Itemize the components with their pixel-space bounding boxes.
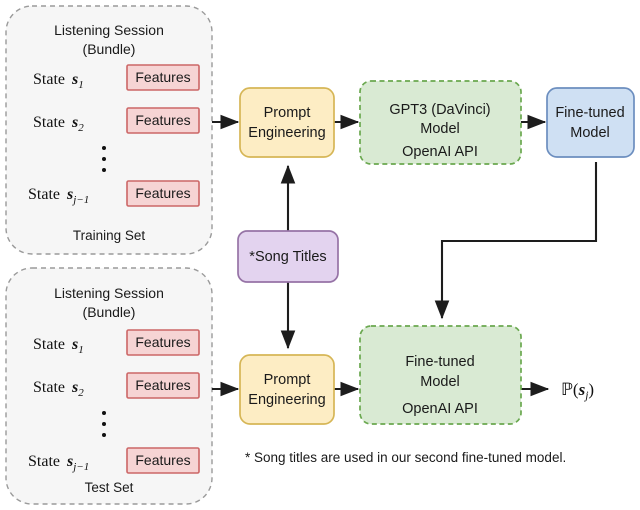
test-features-label-1: Features [135,334,190,350]
test-ellipsis [102,411,106,437]
training-features-label-1: Features [135,69,190,85]
finetuned-model-bottom-line1: Fine-tuned [405,354,474,370]
arrow-finetuned-to-bottom-model [434,162,598,320]
output-probability: ℙ(sj) [561,380,594,402]
training-set-header-line2: (Bundle) [83,41,136,57]
test-features-box-3 [126,447,200,474]
gpt3-model-box[interactable] [359,80,522,165]
finetuned-model-top-box[interactable] [546,87,635,158]
test-features-label-3: Features [135,452,190,468]
song-titles-label: *Song Titles [249,249,326,265]
node-prompt-engineering-top[interactable]: Prompt Engineering [239,87,335,158]
prompt-engineering-top-line1: Prompt [264,105,311,121]
node-prompt-engineering-bottom[interactable]: Prompt Engineering [239,354,335,425]
node-song-titles[interactable]: *Song Titles [237,230,339,283]
test-features-label-2: Features [135,377,190,393]
test-set-header-line2: (Bundle) [83,304,136,320]
training-features-box-2 [126,107,200,134]
song-titles-box[interactable] [237,230,339,283]
test-features-box-2 [126,372,200,399]
finetuned-bottom-openai-api-label: OpenAI API [402,401,478,417]
node-finetuned-model-bottom[interactable]: Fine-tuned Model OpenAI API [359,325,522,425]
gpt3-model-line2: Model [420,121,460,137]
prompt-engineering-bottom-line2: Engineering [248,392,325,408]
finetuned-model-top-line2: Model [570,125,610,141]
prompt-engineering-top-line2: Engineering [248,125,325,141]
footnote-text: * Song titles are used in our second fin… [245,450,566,465]
training-features-box-1 [126,64,200,91]
prompt-engineering-bottom-box[interactable] [239,354,335,425]
test-features-box-1 [126,329,200,356]
test-set-panel [5,267,213,505]
node-gpt3-model[interactable]: GPT3 (DaVinci) Model OpenAI API [359,80,522,165]
test-set-footer: Test Set [85,480,134,495]
gpt3-openai-api-label: OpenAI API [402,144,478,160]
training-ellipsis [102,146,106,172]
finetuned-model-bottom-line2: Model [420,374,460,390]
finetuned-model-top-line1: Fine-tuned [555,105,624,121]
finetuned-model-bottom-box[interactable] [359,325,522,425]
prompt-engineering-top-box[interactable] [239,87,335,158]
gpt3-model-line1: GPT3 (DaVinci) [389,102,490,118]
training-features-label-2: Features [135,112,190,128]
training-set-footer: Training Set [73,228,146,243]
training-features-box-3 [126,180,200,207]
test-set-header-line1: Listening Session [54,285,164,301]
node-finetuned-model-top[interactable]: Fine-tuned Model [546,87,635,158]
training-features-label-3: Features [135,185,190,201]
training-set-header-line1: Listening Session [54,22,164,38]
prompt-engineering-bottom-line1: Prompt [264,372,311,388]
